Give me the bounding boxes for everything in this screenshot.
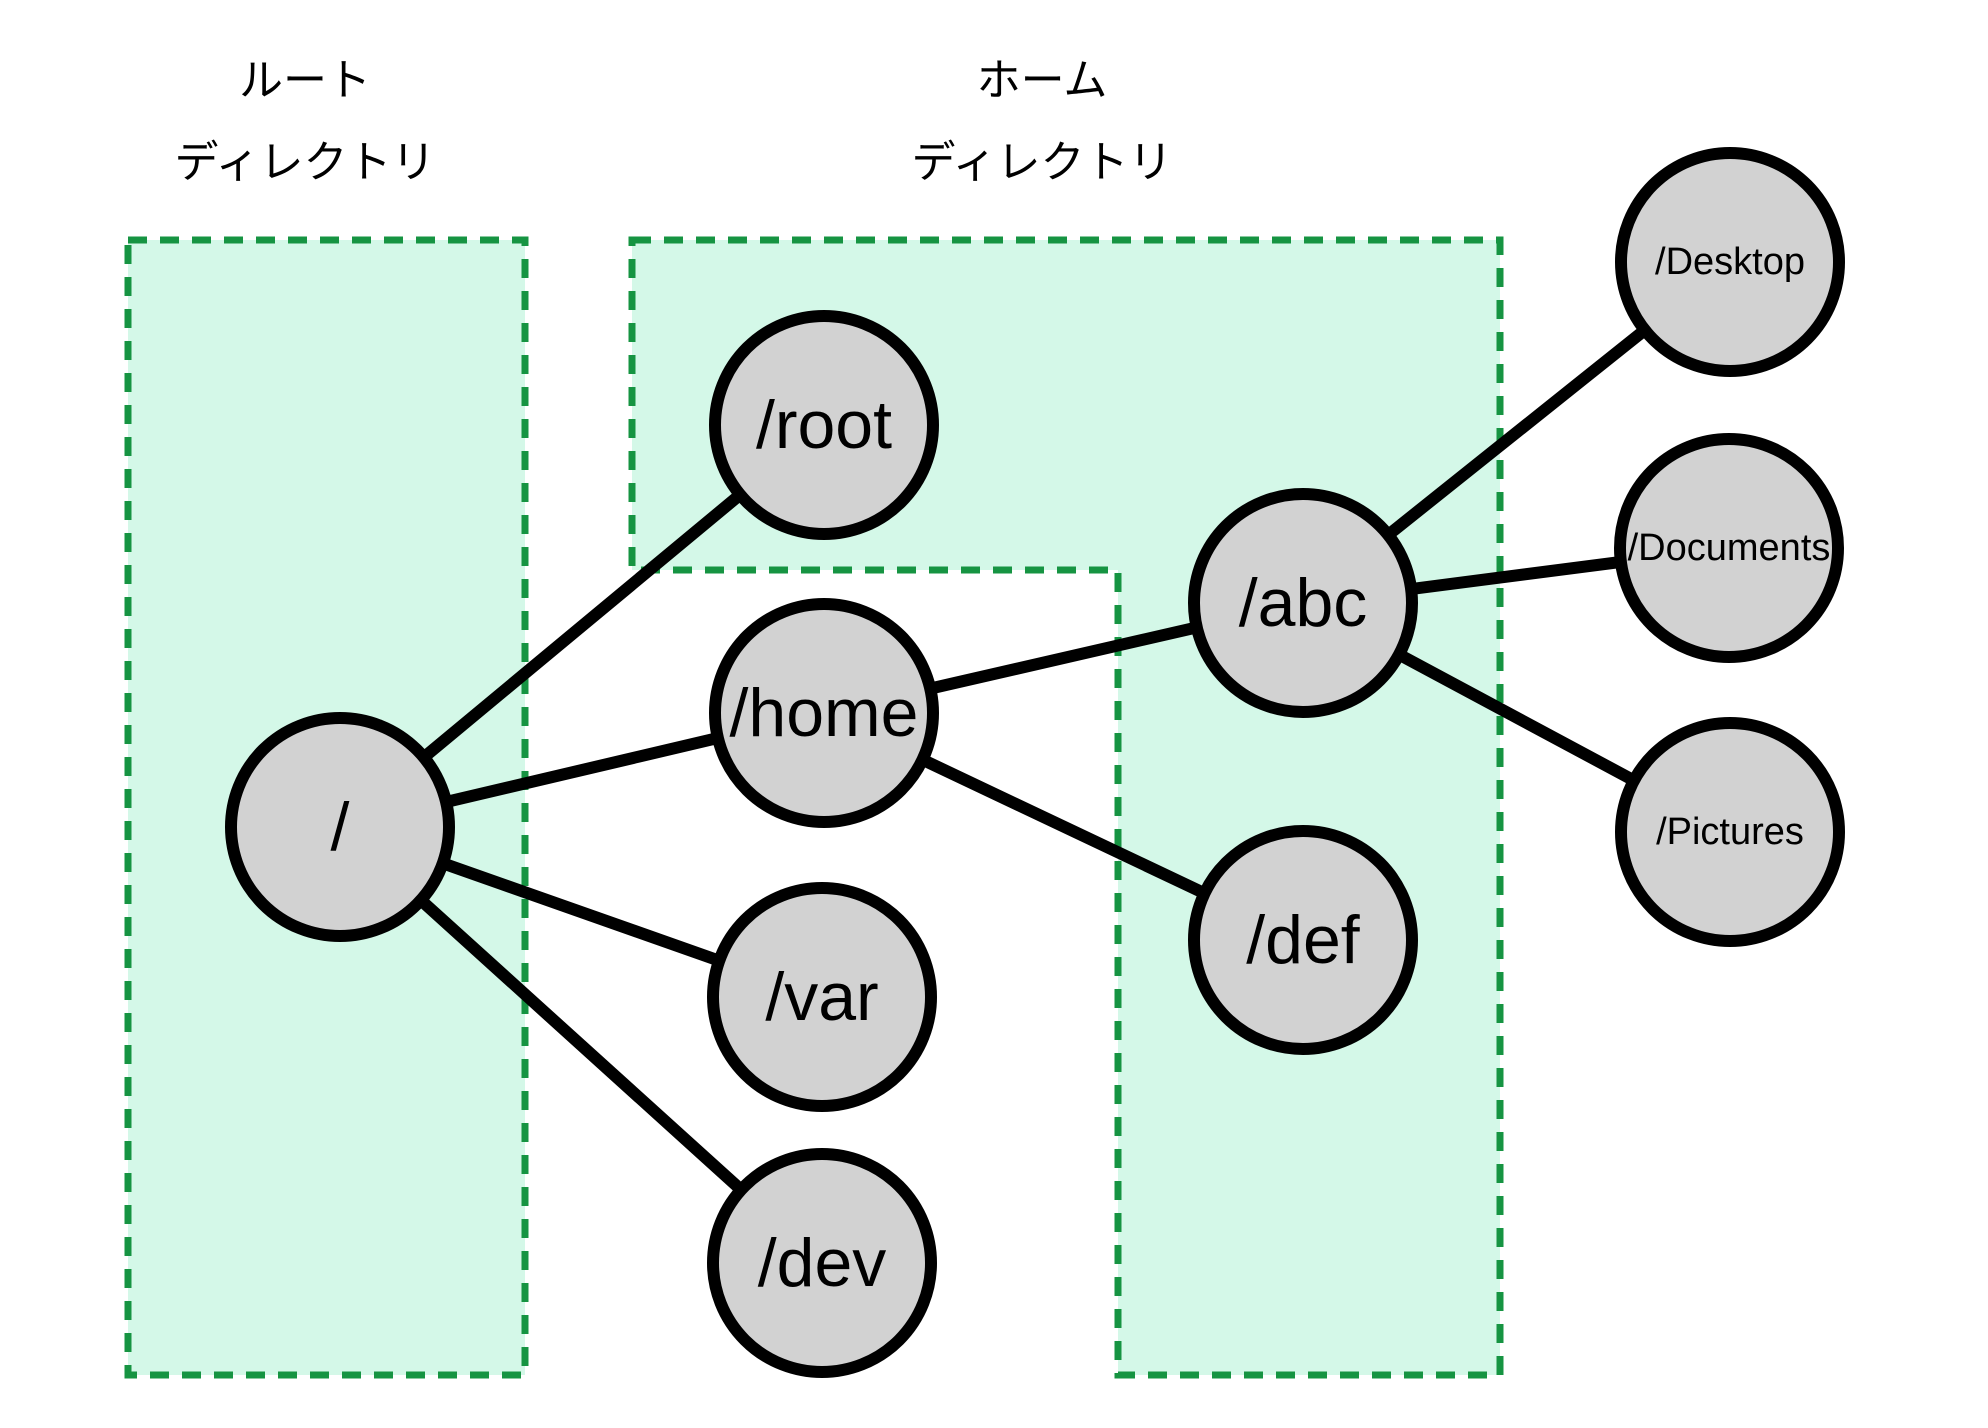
root-directory-header-line2: ディレクトリ <box>175 138 436 187</box>
home-directory-header-line1: ホーム <box>977 56 1108 105</box>
node-pictures-label: /Pictures <box>1656 811 1804 853</box>
node-documents-label: /Documents <box>1628 527 1831 569</box>
region-headers: ルート ディレクトリ ホーム ディレクトリ <box>175 56 1173 187</box>
node-slash-label: / <box>331 789 350 865</box>
node-home-label: /home <box>730 675 919 751</box>
node-desktop-label: /Desktop <box>1655 241 1805 283</box>
node-def-label: /def <box>1246 902 1360 978</box>
node-documents-circle <box>1614 433 1844 663</box>
node-abc-label: /abc <box>1239 565 1368 641</box>
node-slash-circle <box>225 712 455 942</box>
node-var-label: /var <box>765 959 878 1035</box>
node-dev-label: /dev <box>758 1225 887 1301</box>
home-directory-header-line2: ディレクトリ <box>912 138 1173 187</box>
node-home-circle <box>709 598 939 828</box>
node-home: /home <box>709 598 939 828</box>
node-dev-circle <box>707 1148 937 1378</box>
node-desktop-circle <box>1615 147 1845 377</box>
node-pictures: /Pictures <box>1615 717 1845 947</box>
node-root-label: /root <box>756 387 892 463</box>
node-documents: /Documents <box>1614 433 1844 663</box>
node-desktop: /Desktop <box>1615 147 1845 377</box>
node-def: /def <box>1188 825 1418 1055</box>
node-dev: /dev <box>707 1148 937 1378</box>
directory-nodes: / /root /home /var /dev /abc /def <box>225 147 1845 1378</box>
node-root-circle <box>709 310 939 540</box>
node-def-circle <box>1188 825 1418 1055</box>
node-var: /var <box>707 882 937 1112</box>
node-pictures-circle <box>1615 717 1845 947</box>
node-var-circle <box>707 882 937 1112</box>
node-abc: /abc <box>1188 488 1418 718</box>
node-slash: / <box>225 712 455 942</box>
node-root: /root <box>709 310 939 540</box>
root-directory-header-line1: ルート <box>239 56 371 105</box>
node-abc-circle <box>1188 488 1418 718</box>
